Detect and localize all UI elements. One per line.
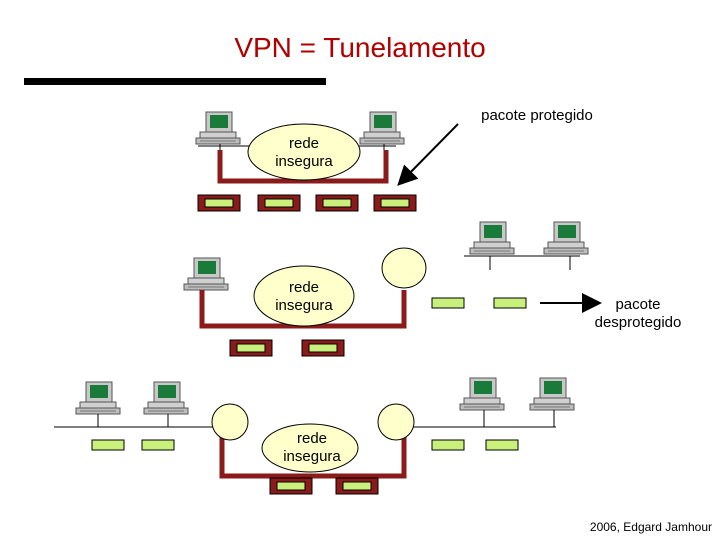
- computer-icon: [529, 377, 575, 411]
- insecure-network-cloud: [253, 265, 355, 327]
- pointer-arrow: [397, 123, 459, 186]
- plain-packet: [141, 439, 175, 451]
- insecure-network-label-line2: insegura: [283, 448, 341, 465]
- computer-icon: [143, 381, 189, 415]
- insecure-network-label-line1: rede: [288, 279, 320, 296]
- title-underline: [24, 78, 326, 85]
- slide-title: VPN = Tunelamento: [234, 32, 486, 63]
- encrypted-packet: [197, 194, 241, 212]
- protected-packet-label: pacote protegido: [481, 107, 593, 124]
- insecure-network-label-line1: rede: [296, 430, 328, 447]
- insecure-network-label: rede insegura: [272, 430, 352, 466]
- insecure-network-label: rede insegura: [264, 135, 344, 171]
- row1-network: [195, 111, 459, 212]
- vpn-tunnel: [219, 430, 407, 479]
- insecure-network-label: rede insegura: [264, 279, 344, 315]
- plain-packet: [493, 297, 527, 309]
- vpn-gateway: [381, 247, 427, 289]
- encrypted-packet: [373, 194, 417, 212]
- computer-icon: [459, 377, 505, 411]
- insecure-network-label-line2: insegura: [275, 153, 333, 170]
- unprotected-packet-label: pacote desprotegido: [578, 296, 698, 332]
- computer-icon: [183, 257, 229, 291]
- unprotected-packet-label-line2: desprotegido: [594, 314, 682, 331]
- computer-icon: [75, 381, 121, 415]
- insecure-network-label-line2: insegura: [275, 297, 333, 314]
- encrypted-packet: [269, 477, 313, 495]
- plain-packet: [431, 297, 465, 309]
- plain-packet: [91, 439, 125, 451]
- plain-packet: [485, 439, 519, 451]
- vpn-gateway: [211, 403, 249, 441]
- vpn-tunnel: [217, 150, 389, 184]
- vpn-gateway: [377, 403, 415, 441]
- row3-network: [54, 377, 575, 495]
- insecure-network-cloud: [261, 423, 359, 473]
- encrypted-packet: [335, 477, 379, 495]
- computer-icon: [195, 111, 241, 145]
- insecure-network-cloud: [247, 123, 361, 181]
- computer-icon: [359, 111, 405, 145]
- computer-icon: [469, 221, 515, 255]
- row2-network: [183, 221, 602, 357]
- encrypted-packet: [257, 194, 301, 212]
- computer-icon: [543, 221, 589, 255]
- encrypted-packet: [229, 339, 273, 357]
- footer-credit: 2006, Edgard Jamhour: [589, 520, 712, 534]
- encrypted-packet: [315, 194, 359, 212]
- encrypted-packet: [301, 339, 345, 357]
- unprotected-packet-label-line1: pacote: [615, 296, 661, 313]
- insecure-network-label-line1: rede: [288, 135, 320, 152]
- plain-packet: [431, 439, 465, 451]
